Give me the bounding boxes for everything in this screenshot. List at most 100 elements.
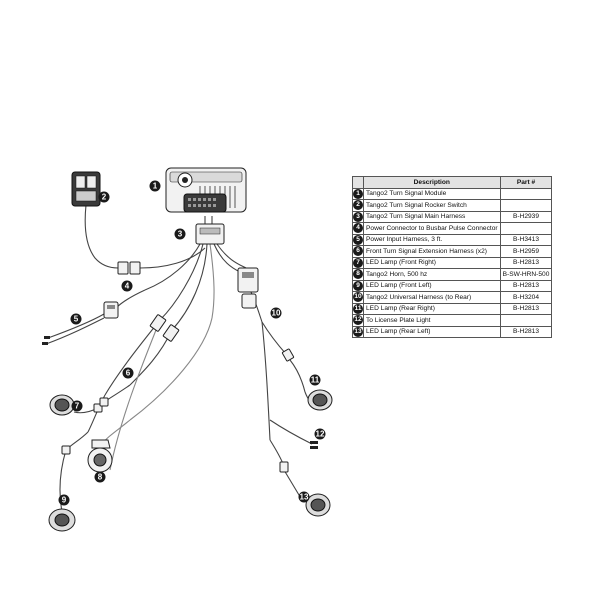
svg-text:2: 2 xyxy=(102,193,107,202)
row-description: Front Turn Signal Extension Harness (x2) xyxy=(363,245,501,258)
row-description: LED Lamp (Rear Right) xyxy=(363,302,501,315)
front-harness-connectors xyxy=(61,314,180,455)
row-number-cell: 7 xyxy=(352,256,364,269)
row-part-number: B-H2813 xyxy=(499,325,553,338)
row-description: LED Lamp (Front Right) xyxy=(363,256,501,269)
row-description: To License Plate Light xyxy=(363,314,501,327)
svg-text:3: 3 xyxy=(178,230,183,239)
callout-6: 6 xyxy=(122,367,134,379)
row-part-number: B-H2959 xyxy=(499,245,553,258)
row-description: LED Lamp (Rear Left) xyxy=(363,325,501,338)
row-number-cell: 9 xyxy=(352,279,364,292)
svg-text:8: 8 xyxy=(98,473,103,482)
led-lamp-rear-right xyxy=(307,389,333,411)
callout-1: 1 xyxy=(149,180,161,192)
row-part-number: B-H2813 xyxy=(499,279,553,292)
row-part-number xyxy=(499,314,553,327)
callout-5: 5 xyxy=(70,313,82,325)
callout-7: 7 xyxy=(71,400,83,412)
row-part-number xyxy=(499,222,553,235)
row-part-number: B-H3413 xyxy=(499,233,553,246)
universal-harness-connector xyxy=(237,267,295,473)
row-number-badge: 8 xyxy=(353,269,363,280)
row-number-badge: 1 xyxy=(353,188,363,199)
svg-text:6: 6 xyxy=(126,369,131,378)
row-description: Tango2 Universal Harness (to Rear) xyxy=(363,291,501,304)
svg-text:11: 11 xyxy=(311,376,320,385)
row-part-number: B-H3204 xyxy=(499,291,553,304)
power-input-harness-ends xyxy=(42,336,50,345)
callout-3: 3 xyxy=(174,228,186,240)
row-number-cell: 12 xyxy=(352,314,364,327)
row-number-cell: 3 xyxy=(352,210,364,223)
parts-table-header: Description Part # xyxy=(352,176,553,189)
callout-4: 4 xyxy=(121,280,133,292)
turn-signal-module xyxy=(165,167,247,213)
switch-connector xyxy=(117,261,141,275)
row-part-number: B-H2813 xyxy=(499,256,553,269)
row-description: Tango2 Turn Signal Main Harness xyxy=(363,210,501,223)
row-part-number: B-H2939 xyxy=(499,210,553,223)
main-harness-connector xyxy=(195,223,225,245)
header-num xyxy=(352,176,364,189)
rocker-switch xyxy=(71,171,101,207)
callout-13: 13 xyxy=(298,491,310,503)
row-number-cell: 6 xyxy=(352,245,364,258)
svg-text:4: 4 xyxy=(125,282,130,291)
row-part-number xyxy=(499,199,553,212)
row-number-badge: 9 xyxy=(353,280,363,291)
row-number-badge: 11 xyxy=(353,303,363,314)
row-number-cell: 13 xyxy=(352,325,364,338)
svg-text:7: 7 xyxy=(75,402,80,411)
callout-9: 9 xyxy=(58,494,70,506)
svg-text:9: 9 xyxy=(62,496,67,505)
led-lamp-front-left xyxy=(48,508,76,532)
row-number-badge: 2 xyxy=(353,200,363,211)
callout-12: 12 xyxy=(314,428,326,440)
row-number-badge: 13 xyxy=(353,326,363,337)
header-description: Description xyxy=(363,176,501,189)
callout-8: 8 xyxy=(94,471,106,483)
row-part-number: B-H2813 xyxy=(499,302,553,315)
row-description: Tango2 Horn, 500 hz xyxy=(363,268,501,281)
row-description: Tango2 Turn Signal Module xyxy=(363,187,501,200)
row-part-number: B-SW-HRN-500 xyxy=(499,268,553,281)
row-number-cell: 10 xyxy=(352,291,364,304)
svg-text:12: 12 xyxy=(316,430,325,439)
row-number-cell: 8 xyxy=(352,268,364,281)
row-number-cell: 2 xyxy=(352,199,364,212)
callout-2: 2 xyxy=(98,191,110,203)
row-description: Power Connector to Busbar Pulse Connecto… xyxy=(363,222,501,235)
row-number-badge: 7 xyxy=(353,257,363,268)
row-number-cell: 11 xyxy=(352,302,364,315)
svg-text:1: 1 xyxy=(153,182,158,191)
svg-text:10: 10 xyxy=(272,309,281,318)
row-number-badge: 6 xyxy=(353,246,363,257)
row-number-badge: 3 xyxy=(353,211,363,222)
led-lamp-front-right xyxy=(49,394,75,416)
callout-11: 11 xyxy=(309,374,321,386)
row-number-badge: 12 xyxy=(353,315,363,326)
row-description: LED Lamp (Front Left) xyxy=(363,279,501,292)
row-number-cell: 1 xyxy=(352,187,364,200)
row-number-cell: 5 xyxy=(352,233,364,246)
svg-text:13: 13 xyxy=(300,493,309,502)
led-lamp-rear-left xyxy=(305,493,331,517)
row-part-number xyxy=(499,187,553,200)
row-number-badge: 10 xyxy=(353,292,363,303)
